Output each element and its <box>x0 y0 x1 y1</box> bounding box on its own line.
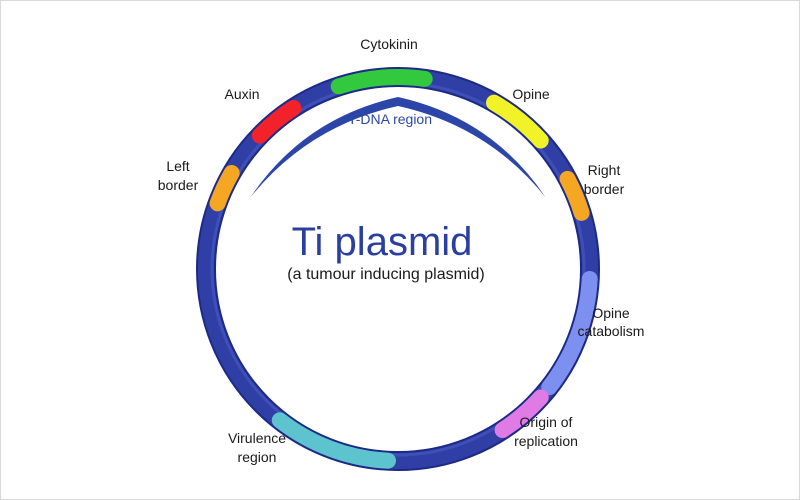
t-dna-region-label: T-DNA region <box>348 111 432 127</box>
diagram-title: Ti plasmid <box>292 220 473 264</box>
virulence-region-label-line2: region <box>238 449 277 465</box>
opine-segment <box>486 94 549 149</box>
origin-of-replication-segment <box>494 389 549 438</box>
cytokinin-segment <box>330 69 433 95</box>
auxin-segment <box>251 100 302 144</box>
left-border-label-line2: border <box>158 177 199 193</box>
right-border-segment <box>559 170 590 221</box>
opine-catabolism-segment <box>541 271 598 396</box>
plasmid-segments <box>209 69 598 469</box>
virulence-region-segment <box>271 412 396 469</box>
auxin-label: Auxin <box>224 86 259 102</box>
diagram-subtitle: (a tumour inducing plasmid) <box>287 266 484 283</box>
virulence-region-label-line1: Virulence <box>228 430 286 446</box>
origin-of-replication-label-line2: replication <box>514 433 578 449</box>
origin-of-replication-label-line1: Origin of <box>520 414 573 430</box>
opine-label: Opine <box>512 86 550 102</box>
left-border-label-line1: Left <box>166 158 189 174</box>
right-border-label-line2: border <box>584 181 625 197</box>
left-border-segment <box>209 165 240 212</box>
opine-catabolism-label-line2: catabolism <box>578 323 645 339</box>
cytokinin-label: Cytokinin <box>360 36 418 52</box>
opine-catabolism-label-line1: Opine <box>592 305 630 321</box>
right-border-label-line1: Right <box>588 162 621 178</box>
